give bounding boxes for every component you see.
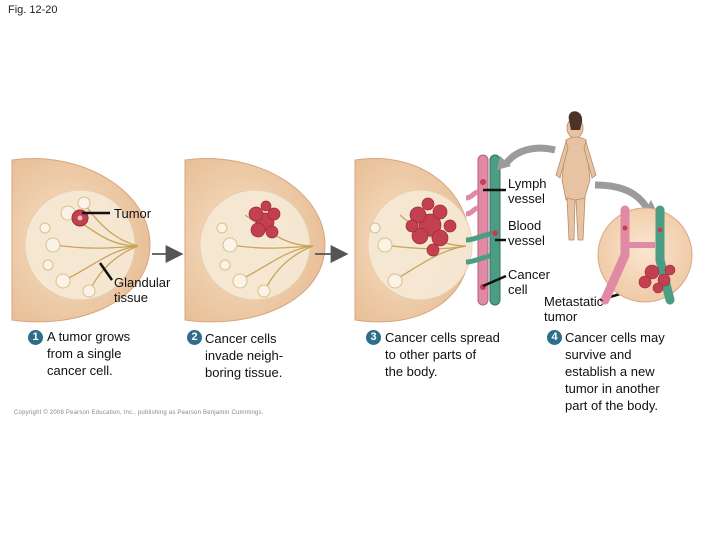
breast-stage-1 (11, 158, 151, 323)
breast-stage-2 (184, 158, 326, 323)
figure-label: Fig. 12-20 (8, 4, 58, 16)
step-3-text: Cancer cells spread to other parts of th… (385, 330, 500, 379)
step-1-badge: 1 (28, 330, 43, 345)
metastatic-tumor-label: Metastatic tumor (544, 294, 604, 324)
step-4-text: Cancer cells may survive and establish a… (565, 330, 665, 413)
spread-arrows (502, 144, 652, 212)
cancer-cell-label: Cancer cell (508, 267, 550, 297)
metastasis-inset (597, 205, 693, 305)
copyright-notice: Copyright © 2008 Pearson Education, Inc.… (14, 410, 264, 416)
breast-stage-3 (354, 158, 473, 323)
human-figure (555, 111, 597, 241)
step-1-text: A tumor grows from a single cancer cell. (47, 329, 131, 378)
step-3-badge: 3 (366, 330, 381, 345)
tumor-label: Tumor (114, 206, 152, 221)
step-4-badge: 4 (547, 330, 562, 345)
glandular-tissue-label: Glandular tissue (114, 275, 171, 305)
blood-vessel-label: Blood vessel (508, 218, 545, 248)
step-2-text: Cancer cells invade neigh- boring tissue… (205, 331, 284, 380)
lymph-vessel-label: Lymph vessel (508, 176, 547, 206)
vessels (465, 154, 501, 306)
step-2-badge: 2 (187, 330, 202, 345)
